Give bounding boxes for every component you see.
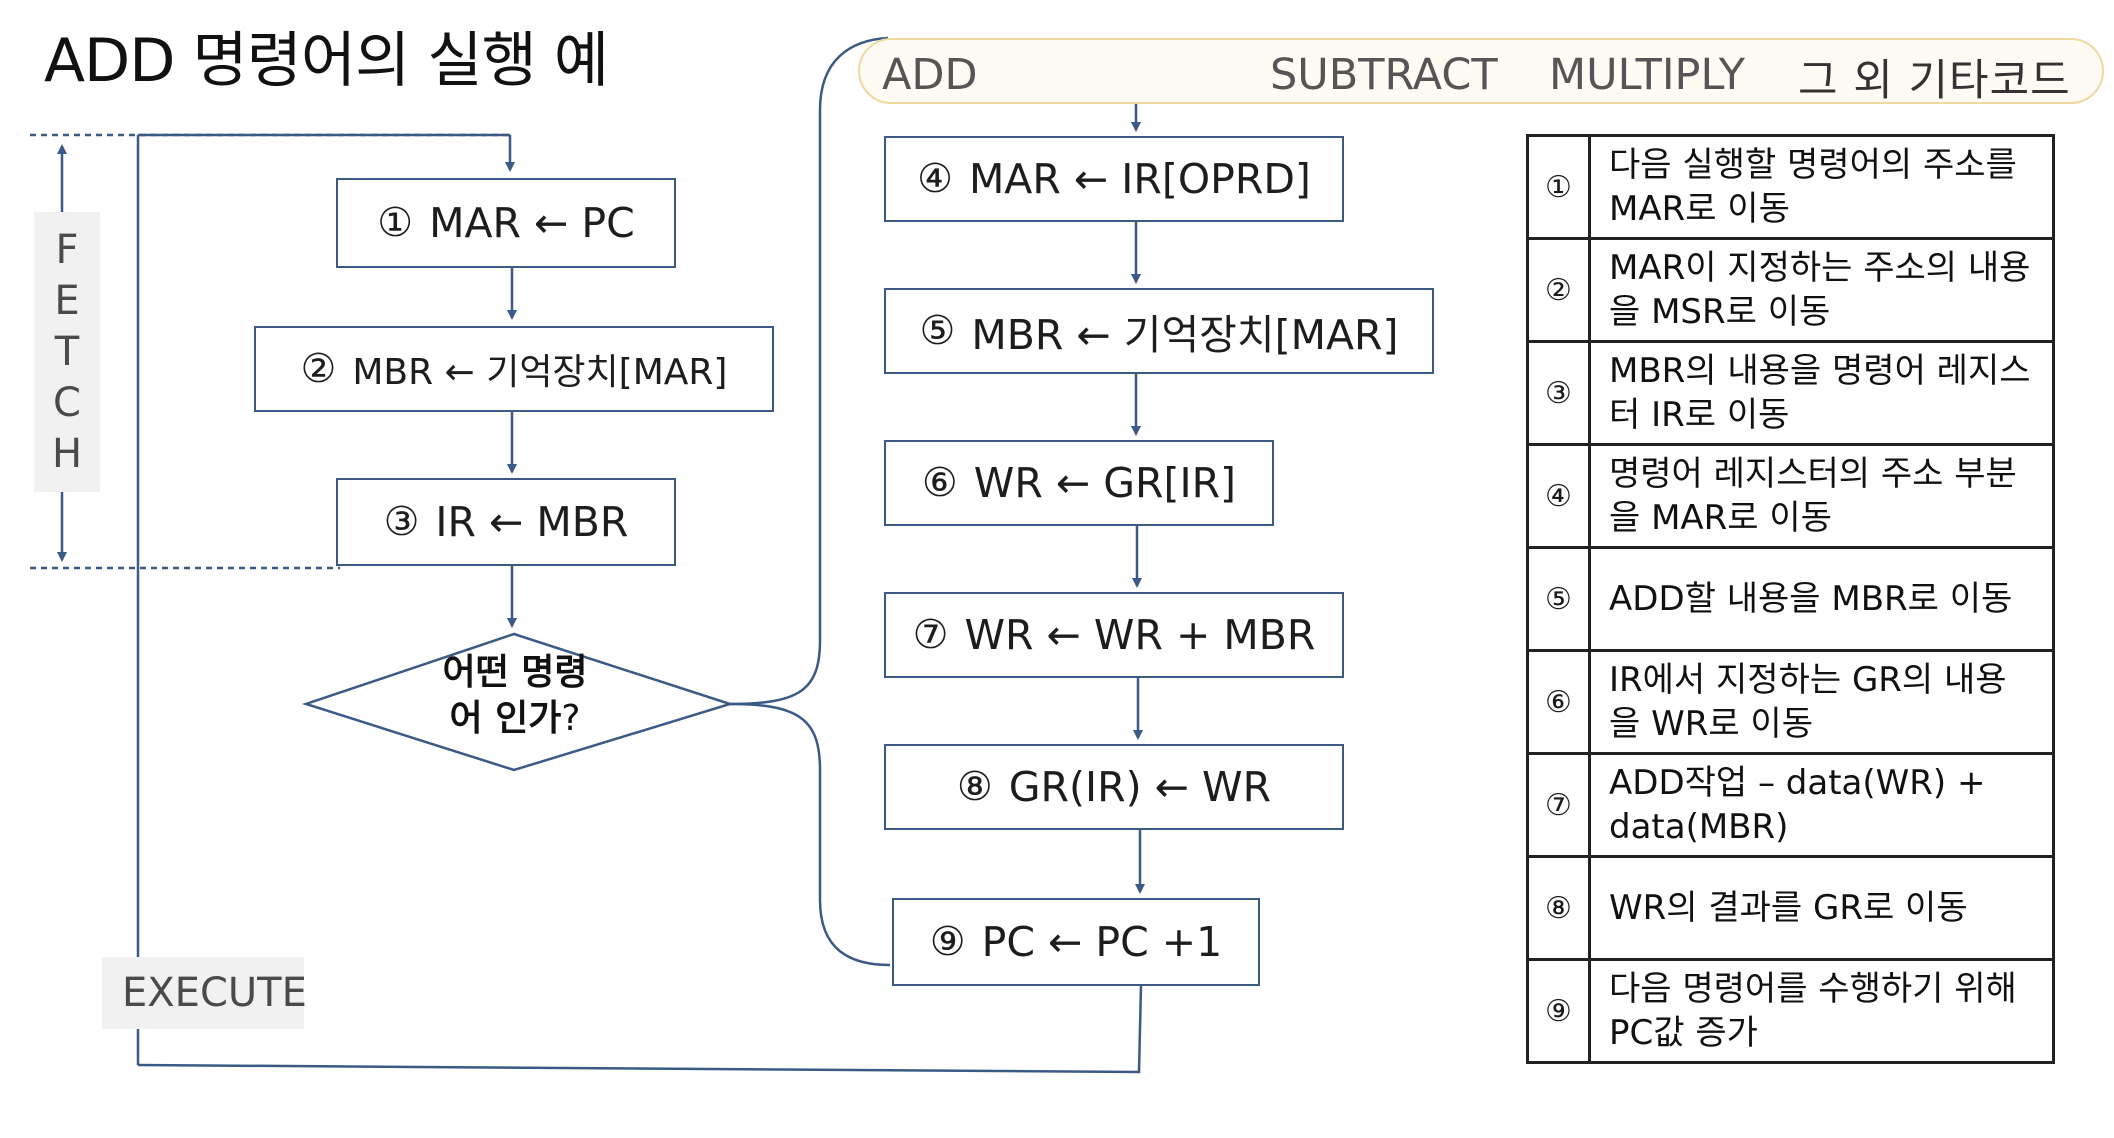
- loop-return-line: [137, 984, 1143, 1074]
- step-legend-table: ① 다음 실행할 명령어의 주소를 MAR로 이동 ② MAR이 지정하는 주소…: [1526, 134, 2055, 1064]
- table-row: ⑧ WR의 결과를 GR로 이동: [1526, 855, 2055, 961]
- step-text: MBR ← 기억장치[MAR]: [971, 311, 1399, 359]
- step-number: ⑦: [912, 612, 949, 658]
- brace-upper: [729, 36, 889, 706]
- legend-number: ③: [1526, 340, 1591, 446]
- legend-number: ⑤: [1526, 546, 1591, 652]
- legend-number: ⑥: [1526, 649, 1591, 755]
- legend-number: ④: [1526, 443, 1591, 549]
- opcode-others: 그 외 기타코드: [1798, 56, 2071, 106]
- step-text: MAR ← PC: [429, 199, 635, 247]
- table-row: ⑥ IR에서 지정하는 GR의 내용을 WR로 이동: [1526, 649, 2055, 755]
- decision-question-mark: ?: [561, 698, 581, 739]
- execute-step-6: ⑥ WR ← GR[IR]: [884, 440, 1274, 526]
- legend-description: 다음 실행할 명령어의 주소를 MAR로 이동: [1588, 134, 2055, 240]
- step-number: ⑧: [956, 764, 993, 810]
- legend-number: ②: [1526, 237, 1591, 343]
- fetch-letter: T: [54, 328, 80, 375]
- decision-text: 어떤 명령 어 인가?: [380, 650, 650, 742]
- table-row: ③ MBR의 내용을 명령어 레지스터 IR로 이동: [1526, 340, 2055, 446]
- legend-description: ADD할 내용을 MBR로 이동: [1588, 546, 2055, 652]
- fetch-phase-label: F E T C H: [34, 212, 100, 492]
- execute-phase-label: [102, 957, 304, 1029]
- opcode-subtract: SUBTRACT: [1270, 50, 1498, 100]
- decision-line-1: 어떤 명령: [442, 652, 588, 693]
- brace-lower: [729, 702, 891, 967]
- table-row: ⑨ 다음 명령어를 수행하기 위해 PC값 증가: [1526, 958, 2055, 1064]
- step-number: ①: [377, 200, 414, 246]
- step-text: MBR ← 기억장치[MAR]: [352, 352, 728, 393]
- fetch-letter: F: [55, 226, 79, 273]
- legend-description: IR에서 지정하는 GR의 내용을 WR로 이동: [1588, 649, 2055, 755]
- opcode-add: ADD: [882, 50, 978, 100]
- legend-description: WR의 결과를 GR로 이동: [1588, 855, 2055, 961]
- execute-phase-text: EXECUTE: [122, 970, 307, 1016]
- page-title: ADD 명령어의 실행 예: [44, 26, 609, 96]
- step-number: ③: [383, 499, 420, 545]
- decision-line-2: 어 인가: [449, 698, 562, 739]
- legend-number: ⑦: [1526, 752, 1591, 858]
- execute-step-8: ⑧ GR(IR) ← WR: [884, 744, 1344, 830]
- step-number: ⑤: [919, 308, 956, 354]
- legend-number: ⑨: [1526, 958, 1591, 1064]
- step-number: ②: [300, 346, 337, 392]
- fetch-letter: E: [54, 277, 80, 324]
- legend-description: 명령어 레지스터의 주소 부분을 MAR로 이동: [1588, 443, 2055, 549]
- opcode-multiply: MULTIPLY: [1549, 50, 1745, 100]
- execute-step-9: ⑨ PC ← PC +1: [892, 898, 1260, 986]
- table-row: ② MAR이 지정하는 주소의 내용을 MSR로 이동: [1526, 237, 2055, 343]
- opcode-banner: ADD SUBTRACT MULTIPLY 그 외 기타코드: [858, 38, 2104, 106]
- step-text: WR ← GR[IR]: [973, 459, 1237, 507]
- step-text: WR ← WR + MBR: [964, 611, 1316, 659]
- table-row: ① 다음 실행할 명령어의 주소를 MAR로 이동: [1526, 134, 2055, 240]
- table-row: ④ 명령어 레지스터의 주소 부분을 MAR로 이동: [1526, 443, 2055, 549]
- step-text: GR(IR) ← WR: [1008, 763, 1272, 811]
- legend-description: MAR이 지정하는 주소의 내용을 MSR로 이동: [1588, 237, 2055, 343]
- legend-description: MBR의 내용을 명령어 레지스터 IR로 이동: [1588, 340, 2055, 446]
- fetch-step-3: ③ IR ← MBR: [336, 478, 676, 566]
- step-number: ⑥: [921, 460, 958, 506]
- step-number: ⑨: [929, 919, 966, 965]
- execute-step-7: ⑦ WR ← WR + MBR: [884, 592, 1344, 678]
- legend-number: ①: [1526, 134, 1591, 240]
- decision-diamond: [301, 632, 735, 772]
- execute-step-4: ④ MAR ← IR[OPRD]: [884, 136, 1344, 222]
- table-row: ⑤ ADD할 내용을 MBR로 이동: [1526, 546, 2055, 652]
- fetch-letter: H: [51, 430, 83, 477]
- legend-description: 다음 명령어를 수행하기 위해 PC값 증가: [1588, 958, 2055, 1064]
- step-text: PC ← PC +1: [981, 918, 1223, 966]
- legend-description: ADD작업 – data(WR) + data(MBR): [1588, 752, 2055, 858]
- fetch-step-2: ② MBR ← 기억장치[MAR]: [254, 326, 774, 412]
- legend-number: ⑧: [1526, 855, 1591, 961]
- execute-step-5: ⑤ MBR ← 기억장치[MAR]: [884, 288, 1434, 374]
- step-number: ④: [917, 156, 953, 202]
- fetch-letter: C: [53, 379, 81, 426]
- table-row: ⑦ ADD작업 – data(WR) + data(MBR): [1526, 752, 2055, 858]
- step-text: IR ← MBR: [435, 498, 629, 546]
- step-text: MAR ← IR[OPRD]: [968, 155, 1311, 203]
- fetch-step-1: ① MAR ← PC: [336, 178, 676, 268]
